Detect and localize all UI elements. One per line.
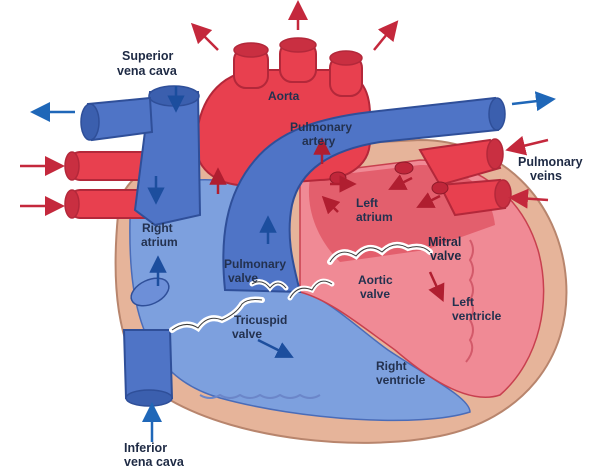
label-mitral-valve: Mitral valve — [428, 235, 461, 263]
arrow-aorta-up-left — [198, 30, 218, 50]
arrow-pulmonary-right-out — [512, 100, 546, 104]
svg-text:Inferior: Inferior — [124, 441, 167, 455]
label-inferior-vena-cava: Inferior vena cava — [124, 441, 185, 469]
inferior-vena-cava — [124, 330, 172, 398]
svg-text:Right: Right — [142, 221, 173, 235]
svg-text:valve: valve — [430, 249, 461, 263]
svg-text:ventricle: ventricle — [376, 373, 426, 387]
svg-text:atrium: atrium — [356, 210, 393, 224]
svg-text:valve: valve — [360, 287, 390, 301]
svg-text:valve: valve — [228, 271, 258, 285]
svg-text:Pulmonary: Pulmonary — [224, 257, 286, 271]
label-aorta: Aorta — [268, 89, 300, 103]
svg-text:veins: veins — [530, 169, 562, 183]
svg-text:valve: valve — [232, 327, 262, 341]
svg-text:Pulmonary: Pulmonary — [290, 120, 352, 134]
svg-text:vena cava: vena cava — [124, 455, 185, 469]
label-pulmonary-veins: Pulmonary veins — [518, 155, 583, 183]
label-right-atrium: Right atrium — [141, 221, 178, 249]
svg-text:Aorta: Aorta — [268, 89, 300, 103]
svg-text:ventricle: ventricle — [452, 309, 502, 323]
svg-text:artery: artery — [302, 134, 336, 148]
svg-text:Superior: Superior — [122, 49, 174, 63]
arrow-aorta-up-right — [374, 28, 392, 50]
svg-text:Tricuspid: Tricuspid — [234, 313, 287, 327]
svg-text:vena cava: vena cava — [117, 64, 178, 78]
svg-text:Left: Left — [356, 196, 378, 210]
svg-text:Right: Right — [376, 359, 407, 373]
svg-text:Mitral: Mitral — [428, 235, 461, 249]
label-superior-vena-cava: Superior vena cava — [117, 49, 178, 78]
label-aortic-valve: Aortic valve — [358, 273, 393, 301]
arrow-pulm-vein-right-top-in — [515, 140, 548, 148]
svg-text:Left: Left — [452, 295, 474, 309]
svg-text:atrium: atrium — [141, 235, 178, 249]
svg-text:Pulmonary: Pulmonary — [518, 155, 583, 169]
svg-text:Aortic: Aortic — [358, 273, 393, 287]
